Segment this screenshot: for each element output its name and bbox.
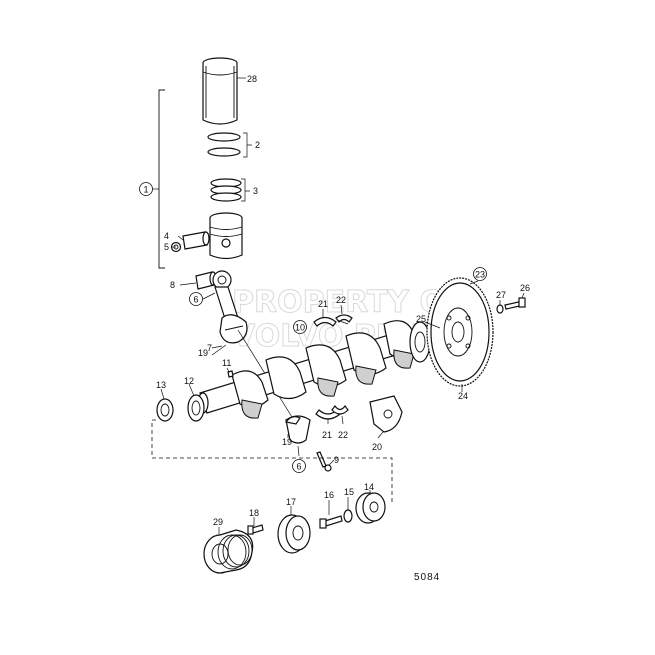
callout-4: 4 <box>164 231 169 241</box>
thrust-washer <box>369 395 403 433</box>
hub-bolt <box>247 524 264 535</box>
assembly-bracket <box>158 89 165 269</box>
callout-29: 29 <box>213 517 223 527</box>
connecting-rod <box>212 270 248 344</box>
callout-10: 10 <box>295 323 305 333</box>
callout-1: 1 <box>143 185 148 195</box>
piston-rings-lower <box>210 178 242 202</box>
callout-26: 26 <box>520 283 530 293</box>
piston-rings-upper <box>207 132 241 157</box>
callout-11: 11 <box>222 358 231 368</box>
callout-8: 8 <box>170 280 175 290</box>
watermark-line1: PROPERTY OF <box>232 285 465 320</box>
rod-bolt <box>316 451 332 472</box>
crank-pulley <box>203 529 254 574</box>
callout-14: 14 <box>364 482 374 492</box>
callout-16: 16 <box>324 490 334 500</box>
timing-gear <box>187 394 205 422</box>
circlip <box>170 241 182 253</box>
callout-7: 7 <box>207 343 212 353</box>
leader-lines <box>152 77 525 535</box>
callout-22-lower: 22 <box>338 430 348 440</box>
flywheel-bolt <box>504 297 526 310</box>
callout-15: 15 <box>344 487 354 497</box>
callout-18: 18 <box>249 508 259 518</box>
callout-22-upper: 22 <box>336 295 346 305</box>
callout-2: 2 <box>255 140 260 150</box>
main-bearing-shells-lower <box>315 404 349 420</box>
callout-20: 20 <box>372 442 382 452</box>
callout-24: 24 <box>458 391 468 401</box>
flywheel-washer <box>496 304 504 314</box>
flywheel <box>426 277 494 387</box>
front-group-frame <box>151 419 393 502</box>
callout-6-upper: 6 <box>193 295 198 305</box>
piston-pin <box>182 231 210 250</box>
callout-12: 12 <box>184 376 194 386</box>
callout-labels: 1 2 3 4 5 6 6 7 8 9 10 11 12 13 14 15 16… <box>143 74 530 527</box>
callout-19-lower: 19 <box>282 437 292 447</box>
callout-9: 9 <box>334 455 339 465</box>
callout-5: 5 <box>164 242 169 252</box>
piston <box>209 212 243 260</box>
callout-13: 13 <box>156 380 166 390</box>
main-bearing-shells-upper <box>313 314 353 327</box>
circled-markers <box>139 182 487 473</box>
center-bolt <box>319 515 343 529</box>
cylinder-liner <box>202 57 238 125</box>
pulley-hub <box>277 514 311 554</box>
callout-19-upper: 19 <box>198 348 208 358</box>
callout-25: 25 <box>416 314 426 324</box>
front-seal <box>156 398 174 422</box>
center-washer <box>343 509 353 523</box>
callout-27: 27 <box>496 290 506 300</box>
figure-number: 5084 <box>414 572 440 583</box>
crankshaft <box>197 320 431 419</box>
callout-3: 3 <box>253 186 258 196</box>
callout-21-upper: 21 <box>318 299 328 309</box>
rod-cap <box>284 415 311 444</box>
callout-6-lower: 6 <box>296 462 301 472</box>
vibration-damper <box>355 492 386 524</box>
callout-21-lower: 21 <box>322 430 332 440</box>
callout-28: 28 <box>247 74 257 84</box>
callout-17: 17 <box>286 497 296 507</box>
woodruff-key <box>227 370 234 378</box>
callout-23: 23 <box>475 270 485 280</box>
